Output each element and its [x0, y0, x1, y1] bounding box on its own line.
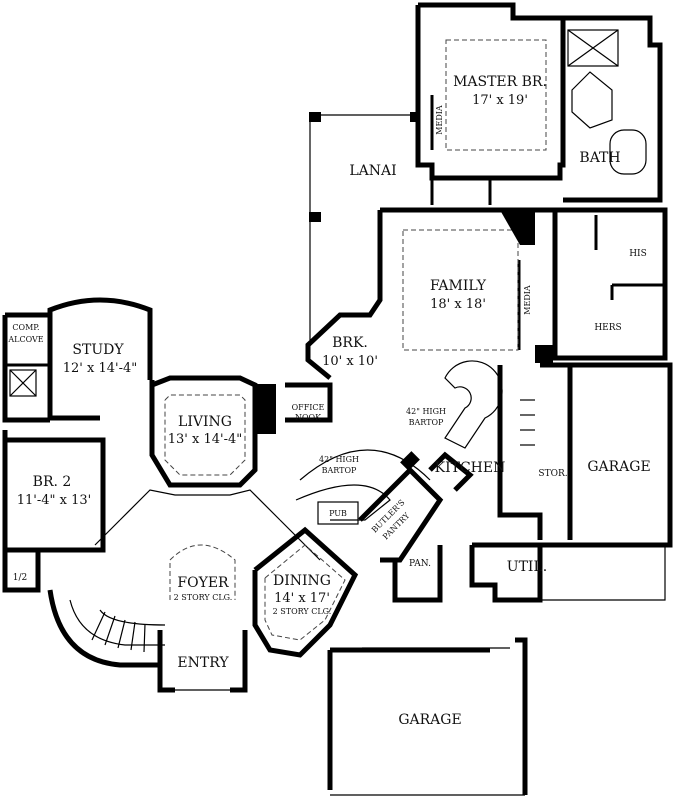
util-name: UTIL. — [507, 559, 547, 575]
garage-right-name: GARAGE — [587, 459, 650, 475]
garage-bottom-name: GARAGE — [398, 712, 461, 728]
media-label-master: MEDIA — [435, 105, 444, 135]
family-dims: 18' x 18' — [430, 297, 486, 312]
study-dims: 12' x 14'-4" — [63, 361, 137, 376]
stor-name: STOR. — [538, 469, 567, 479]
br2-dims: 11'-4" x 13' — [17, 493, 91, 508]
bartop-lower-line1: 42" HIGH — [319, 455, 359, 464]
lanai-name: LANAI — [349, 163, 396, 179]
comp-alcove-line2: ALCOVE — [7, 335, 43, 344]
bartop-upper-line2: BARTOP — [409, 418, 444, 427]
master-br-dims: 17' x 19' — [472, 93, 528, 108]
kitchen-name: KITCHEN — [435, 460, 506, 476]
brk-name: BRK. — [332, 335, 368, 351]
br2-name: BR. 2 — [33, 474, 72, 490]
master-br-name: MASTER BR. — [453, 74, 547, 90]
office-nook-line2: NOOK — [295, 413, 322, 422]
hers-name: HERS — [594, 323, 621, 333]
entry-name: ENTRY — [177, 655, 229, 671]
bartop-upper-line1: 42" HIGH — [406, 407, 446, 416]
living-dims: 13' x 14'-4" — [168, 432, 242, 447]
media-label-family: MEDIA — [523, 285, 532, 315]
dining-dims: 14' x 17' — [274, 591, 330, 606]
office-nook-line1: OFFICE — [292, 403, 325, 412]
dining-note: 2 STORY CLG. — [273, 607, 332, 616]
bath-name: BATH — [579, 150, 620, 166]
bartop-lower-line2: BARTOP — [322, 466, 357, 475]
brk-dims: 10' x 10' — [322, 354, 378, 369]
pan-name: PAN. — [409, 559, 431, 569]
dining-name: DINING — [273, 573, 331, 589]
living-name: LIVING — [178, 414, 232, 430]
study-name: STUDY — [72, 342, 124, 358]
his-name: HIS — [629, 249, 647, 259]
foyer-name: FOYER — [177, 575, 229, 591]
half-bath-name: 1/2 — [13, 573, 27, 583]
foyer-note: 2 STORY CLG. — [174, 593, 233, 602]
comp-alcove-line1: COMP. — [12, 323, 39, 332]
family-name: FAMILY — [430, 278, 487, 294]
pub-name: PUB — [329, 509, 347, 518]
